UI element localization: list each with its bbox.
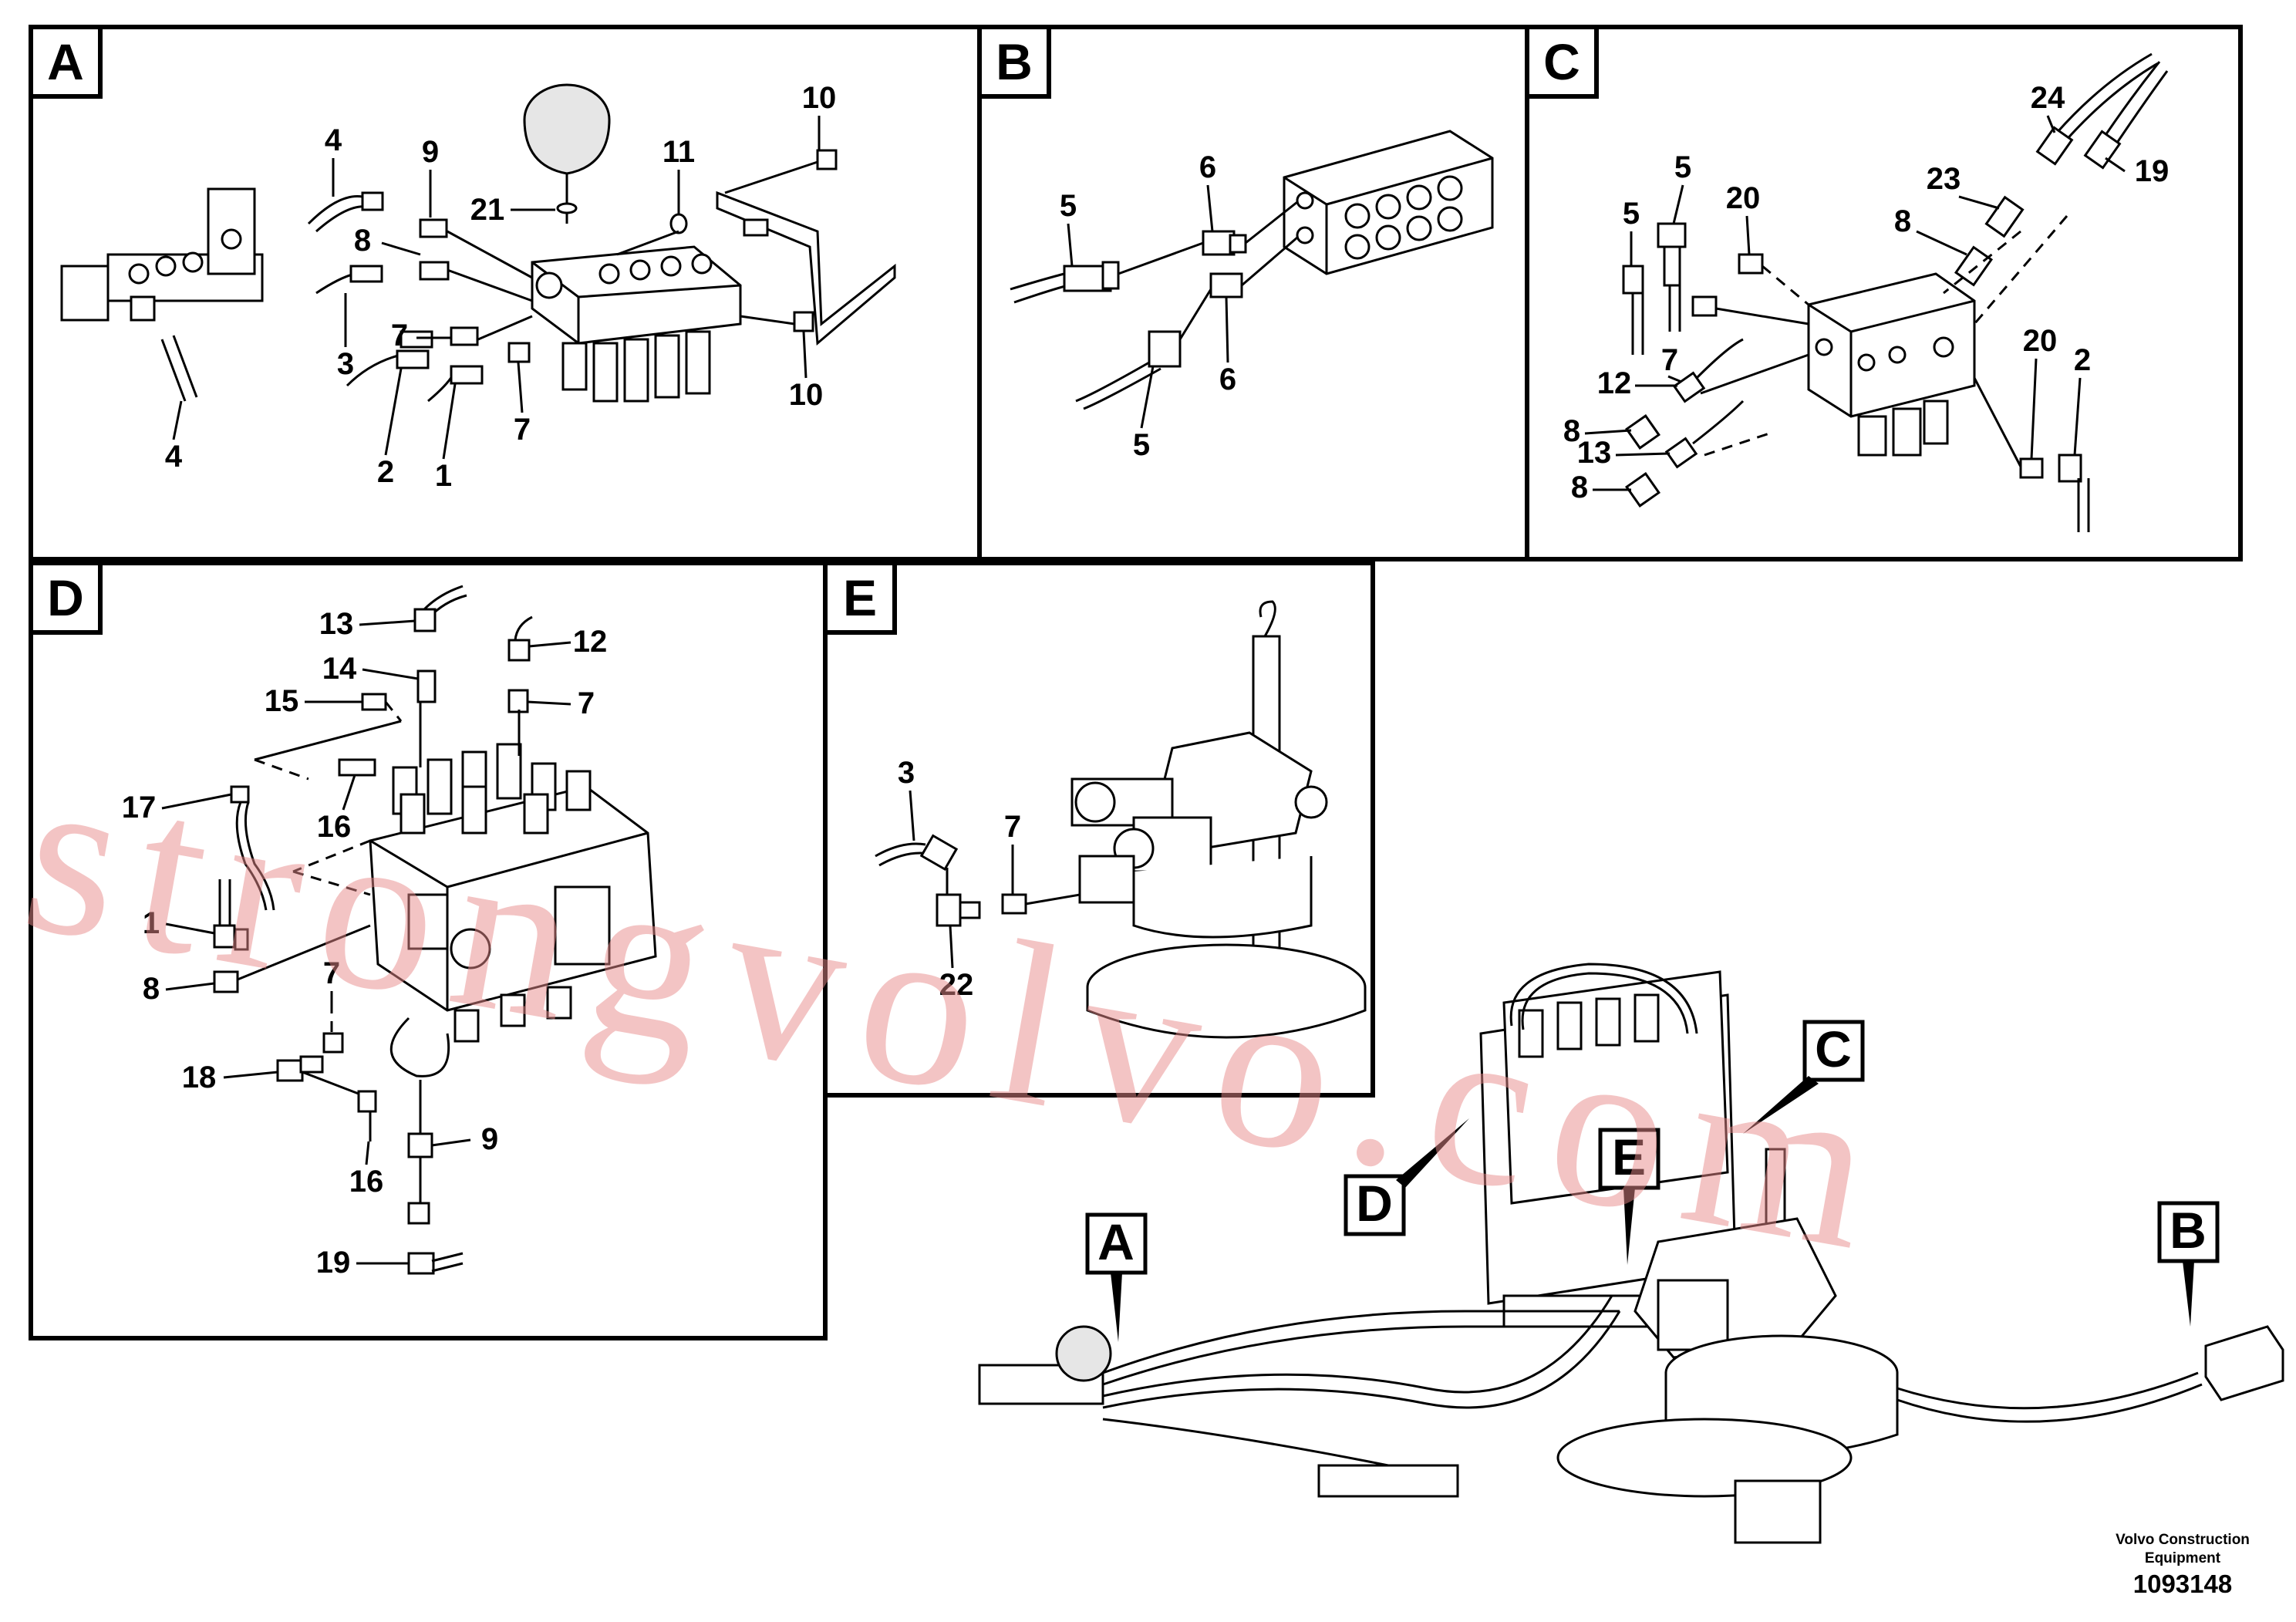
panel-a: A [29,25,982,561]
callout-e-7: 7 [1004,810,1021,844]
callout-b-5-bottom: 5 [1133,428,1150,462]
panel-e: E 3 7 22 [823,561,1375,1098]
panel-c-fittings-icon [1622,52,2169,532]
panel-a-bracket-icon [716,191,896,346]
panel-a-small-valve-icon [60,187,264,402]
overview-label-a: A [1085,1212,1148,1342]
callout-d-16-top: 16 [317,810,352,844]
callout-a-2: 2 [377,455,394,489]
callout-c-8-bottom: 8 [1571,470,1588,504]
callout-a-8: 8 [354,224,371,258]
callout-c-5-top: 5 [1674,150,1691,184]
panel-d-letter: D [47,569,84,626]
company-line-1: Volvo Construction [2116,1532,2250,1548]
callout-a-3: 3 [337,347,354,381]
callout-d-15: 15 [265,684,299,718]
callout-d-17: 17 [122,791,157,824]
panel-b: B 5 6 [977,25,1529,561]
callout-d-18: 18 [182,1061,217,1094]
panel-c-valve-block-icon [1807,272,1976,457]
svg-text:A: A [1097,1213,1135,1270]
panel-c-letter: C [1543,33,1580,90]
callout-a-1: 1 [435,459,452,493]
callout-d-14: 14 [322,652,357,686]
panel-a-letter-box [29,25,103,99]
callout-a-7-right: 7 [514,413,531,447]
svg-text:C: C [1815,1020,1852,1077]
callout-c-24: 24 [2031,81,2065,115]
callout-d-7-mid: 7 [323,956,340,990]
callout-d-9: 9 [481,1122,498,1156]
callout-a-4: 4 [325,123,342,157]
callout-a-10-bottom: 10 [789,378,824,412]
callout-d-19: 19 [316,1246,351,1280]
callout-d-16-bottom: 16 [349,1165,384,1199]
callout-c-19: 19 [2135,154,2170,188]
panel-e-swing-motor-icon [1070,600,1367,1039]
panel-a-accumulator-icon [523,83,611,224]
callout-d-1: 1 [143,906,160,940]
document-number: 1093148 [2132,1570,2233,1598]
callout-c-5-left: 5 [1623,197,1640,231]
panel-b-frame [977,25,1529,561]
panel-c: C [1525,25,2243,561]
panel-e-frame [823,561,1375,1098]
callout-c-20-bottom: 20 [2023,324,2058,358]
panel-d-fittings-icon [213,585,533,1275]
callout-c-8-top: 8 [1894,204,1911,238]
panel-c-letter-box [1525,25,1599,99]
panel-e-letter-box [823,561,897,635]
callout-d-13: 13 [319,607,354,641]
panel-a-fittings-icon [307,149,838,403]
panel-b-valve-block-icon [1283,130,1494,275]
panel-c-frame [1525,25,2243,561]
panel-d-control-valve-icon [369,743,657,1077]
company-name: Volvo Construction Equipment [2082,1531,2283,1568]
overview-label-b: B [2157,1201,2220,1327]
callout-b-6-bottom: 6 [1219,363,1236,396]
svg-text:E: E [1612,1128,1646,1185]
callout-b-6-top: 6 [1199,150,1216,184]
callout-c-20-top: 20 [1726,181,1761,215]
overview-label-c: C [1743,1020,1865,1134]
callout-c-12: 12 [1597,366,1632,400]
callout-c-8-mid: 8 [1563,414,1580,448]
panel-e-fittings-icon [875,834,1081,927]
panel-a-manifold-icon [531,245,742,403]
overview-label-e: E [1598,1128,1660,1265]
callout-a-4-bottom: 4 [165,440,183,474]
panel-b-fittings-icon [1010,201,1298,410]
panel-d: D [29,561,828,1340]
callout-d-7-top: 7 [578,686,595,720]
company-line-2: Equipment [2144,1550,2221,1566]
panel-a-letter: A [47,33,84,90]
panel-d-letter-box [29,561,103,635]
callout-d-8: 8 [143,972,160,1006]
callout-e-3: 3 [898,756,915,790]
callout-a-10-top: 10 [802,81,837,115]
svg-text:B: B [2170,1202,2207,1259]
panel-b-letter: B [996,33,1033,90]
callout-a-7-left: 7 [391,319,408,352]
callout-a-11: 11 [663,135,695,169]
callout-b-5-top: 5 [1060,189,1077,223]
callout-c-23: 23 [1927,162,1961,196]
svg-text:D: D [1356,1175,1393,1232]
panel-b-letter-box [977,25,1051,99]
callout-c-7: 7 [1661,343,1678,377]
callout-d-12: 12 [573,625,608,659]
overview-label-d: D [1344,1118,1469,1236]
panel-e-letter: E [843,569,877,626]
callout-a-21: 21 [470,193,505,227]
callout-a-9: 9 [422,135,439,169]
callout-c-13: 13 [1577,436,1612,470]
callout-c-2: 2 [2074,343,2091,377]
callout-e-22: 22 [939,968,974,1002]
